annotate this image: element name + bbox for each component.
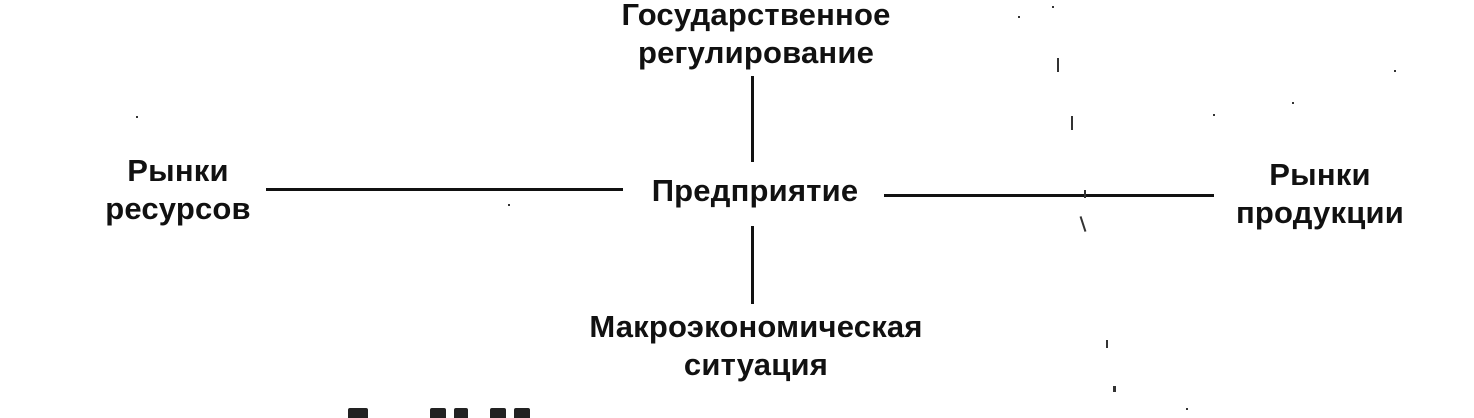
node-product-markets: Рынки продукции	[1220, 156, 1420, 232]
scan-speck	[1052, 6, 1054, 8]
edge-center-bottom	[751, 226, 754, 304]
scan-speck	[1186, 408, 1188, 410]
edge-center-right	[884, 194, 1214, 197]
caption-glyph-fragment	[348, 408, 368, 418]
cropped-caption-fragment	[344, 403, 1224, 418]
node-state-regulation: Государственное регулирование	[556, 0, 956, 72]
node-product-markets-line-2: продукции	[1236, 195, 1404, 230]
edge-center-top	[751, 76, 754, 162]
node-state-regulation-line-1: Государственное	[621, 0, 891, 32]
node-resource-markets-line-2: ресурсов	[105, 191, 251, 226]
node-resource-markets-line-1: Рынки	[127, 153, 229, 188]
node-macroeconomic-situation: Макроэкономическая ситуация	[556, 308, 956, 384]
node-product-markets-line-1: Рынки	[1269, 157, 1371, 192]
scan-speck	[1057, 58, 1059, 72]
node-macroeconomic-situation-line-1: Макроэкономическая	[589, 309, 923, 344]
node-macroeconomic-situation-line-2: ситуация	[683, 347, 829, 382]
caption-glyph-fragment	[514, 408, 530, 418]
scan-speck	[1071, 116, 1073, 130]
edge-center-left	[266, 188, 623, 191]
scan-speck	[508, 204, 510, 206]
scan-speck	[1113, 386, 1116, 392]
node-enterprise: Предприятие	[620, 172, 890, 210]
scan-speck	[1213, 114, 1215, 116]
scan-speck	[1106, 340, 1108, 348]
node-state-regulation-line-2: регулирование	[637, 35, 875, 70]
caption-glyph-fragment	[490, 408, 506, 418]
scan-speck	[1394, 70, 1396, 72]
scan-speck	[1079, 216, 1087, 232]
scan-speck	[1018, 16, 1020, 18]
node-resource-markets: Рынки ресурсов	[88, 152, 268, 228]
scan-speck	[1292, 102, 1294, 104]
node-enterprise-label: Предприятие	[651, 173, 859, 208]
caption-glyph-fragment	[430, 408, 446, 418]
caption-glyph-fragment	[454, 408, 468, 418]
scan-speck	[1084, 190, 1086, 198]
scan-speck	[136, 116, 138, 118]
